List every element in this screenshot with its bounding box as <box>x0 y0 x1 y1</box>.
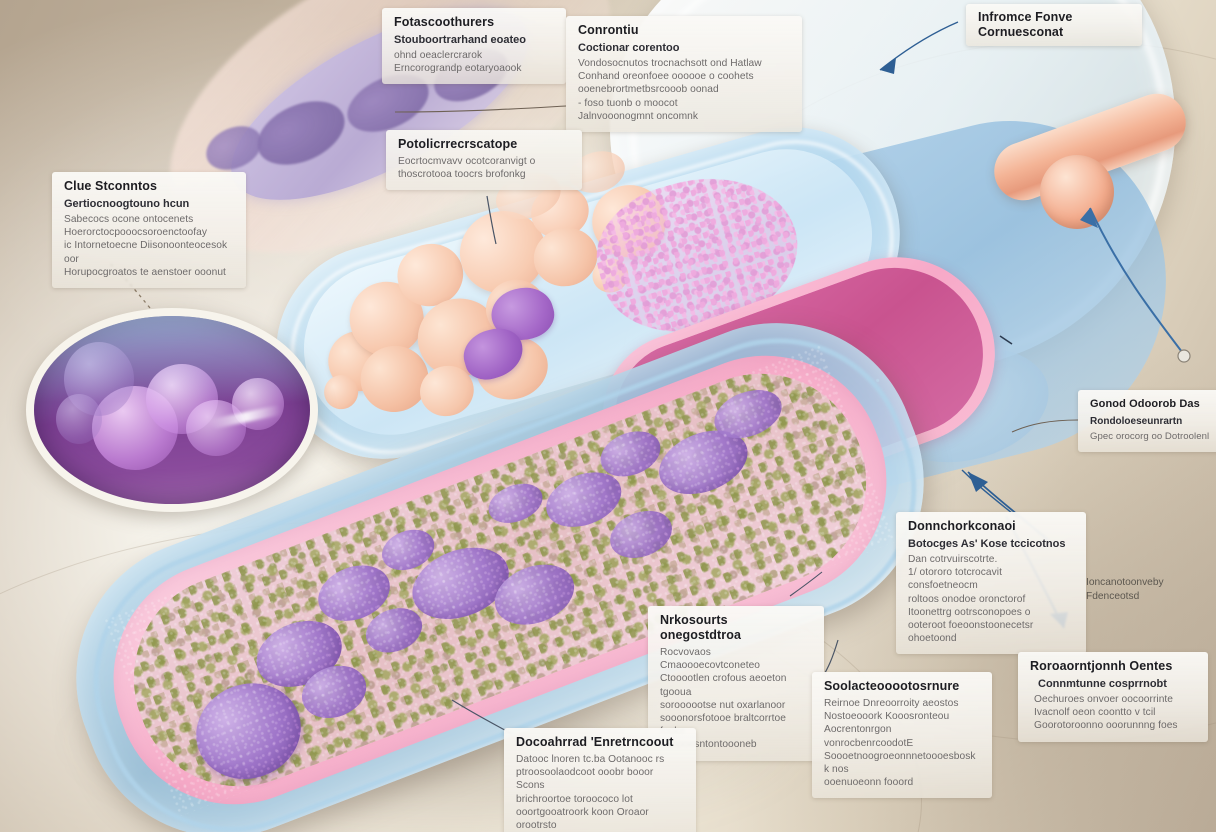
annotation-center-right[interactable]: Donnchorkconaoi Botocges As' Kose tccico… <box>896 512 1086 655</box>
annotation-line: Ioncanotoonveby <box>1086 577 1164 588</box>
annotation-line: Aocrentonrgon vonrocbenrcoodotE <box>824 724 914 749</box>
annotation-title: Docoahrrad 'Enretrncoout <box>516 735 674 749</box>
annotation-line: Datooc lnoren tc.ba Ootanooc rs <box>516 754 665 765</box>
annotation-line: Hoerorctocpooocsoroenctoofay <box>64 227 207 239</box>
annotation-line: Rocvovaos Cmaoooecovtconeteo <box>660 647 761 672</box>
annotation-line: - foso tuonb o moocot <box>578 97 678 109</box>
annotation-line: ooteroot foeoonstoonecetsr ohoetoond <box>908 620 1034 645</box>
annotation-title: Roroaorntjonnh Oentes <box>1030 659 1173 673</box>
annotation-subtitle: Botocges As' Kose tccicotnos <box>908 538 1066 550</box>
annotation-top-left-upper[interactable]: Fotascoothurers Stouboortrarhand eoateo … <box>382 8 566 85</box>
annotation-line: ooenuoeonn fooord <box>824 777 914 789</box>
annotation-line: Conhand oreonfoee oooooe o coohets <box>578 71 754 83</box>
annotation-top-center[interactable]: Conrontiu Coctionar corentoo Vondosocnut… <box>566 16 802 133</box>
annotation-line: Horupocgroatos te aenstoer ooonut <box>64 266 226 278</box>
annotation-line: Fdenceotsd <box>1086 591 1140 602</box>
annotation-line: ptroosoolaodcoot ooobr booor Scons <box>516 767 654 792</box>
annotation-title: Nrkosourts onegostdtroa <box>660 613 742 642</box>
annotation-line: ic Intornetoecne Diisonoonteocesok oor <box>64 240 228 265</box>
annotation-line: Gpec orocorg oo Dotroolenl <box>1090 431 1210 442</box>
annotation-line: Erncorograndp eotaryoaook <box>394 63 522 75</box>
annotation-subtitle: Stouboortrarhand eoateo <box>394 34 527 46</box>
annotation-title: Potolicrrecrscatope <box>398 137 518 151</box>
annotation-line: Soooetnoogroeonnnetoooesbosk k nos <box>824 750 976 776</box>
annotation-title: Gonod Odoorob Das <box>1090 398 1200 410</box>
annotation-title: Infromce Fonve Cornuesconat <box>978 10 1073 39</box>
peach-rod-cap <box>1040 155 1114 229</box>
annotation-bottom-center[interactable]: Docoahrrad 'Enretrncoout Datooc lnoren t… <box>504 728 696 832</box>
annotation-line: Ctooootlen crofous aeoeton tgooua <box>660 673 787 698</box>
annotation-line: Jalnvooonogmnt oncomnk <box>578 110 699 122</box>
annotation-top-right[interactable]: Infromce Fonve Cornuesconat <box>966 4 1142 46</box>
annotation-line: oaopoesntontoooneb <box>660 739 757 751</box>
annotation-title: Clue Stconntos <box>64 179 158 193</box>
annotation-line: thoscrotooa toocrs brofonkg <box>398 169 526 181</box>
annotation-left-inset[interactable]: Clue Stconntos Gertiocnoogtouno hcun Sab… <box>52 172 246 289</box>
annotation-subtitle: Rondoloeseunrartn <box>1090 416 1183 427</box>
annotation-line: Reirnoe Dnreoorroity aeostos <box>824 698 959 709</box>
annotation-line: Dan cotrvuirscotrte. <box>908 554 998 565</box>
annotation-mid-left[interactable]: Potolicrrecrscatope Eocrtocmvavv ocotcor… <box>386 130 582 191</box>
annotation-lower-center-right[interactable]: Soolacteooootosrnure Reirnoe Dnreoorroit… <box>812 672 992 799</box>
annotation-line: Sabecocs ocone ontocenets <box>64 214 194 225</box>
annotation-line: 1/ otororo totcrocavit consfoetneocm <box>908 567 1002 592</box>
annotation-subtitle: Coctionar corentoo <box>578 42 680 54</box>
inset-top-sheen <box>34 316 310 403</box>
annotation-bottom-right[interactable]: Roroaorntjonnh Oentes Connmtunne cosprrn… <box>1018 652 1208 742</box>
annotation-title: Soolacteooootosrnure <box>824 679 960 693</box>
annotation-line: brichroortoe toroococo lot <box>516 793 633 805</box>
annotation-title: Donnchorkconaoi <box>908 519 1016 533</box>
annotation-line: ooortgooatroork koon Oroaor orootrsto <box>516 806 649 832</box>
annotation-line: roltoos onodoe oronctorof <box>908 593 1026 605</box>
magnified-inset-oval <box>34 316 310 504</box>
annotation-line: soroooootse nut oxarlanoor <box>660 699 786 711</box>
annotation-line: Eocrtocmvavv ocotcoranvigt o <box>398 156 536 167</box>
annotation-line: ooenebrortmetbsrcooob oonad <box>578 84 719 96</box>
annotation-line: Nostoeooork Kooosronteou <box>824 711 950 723</box>
annotation-line: Vondosocnutos trocnachsott ond Hatlaw <box>578 58 762 69</box>
annotation-line: ohnd oeaclercrarok <box>394 50 483 61</box>
annotation-subtitle: Connmtunne cosprrnobt <box>1038 678 1167 690</box>
annotation-line: Ivacnolf oeon coontto v tcil <box>1034 707 1156 719</box>
annotation-line: Oechuroes onvoer oocoorrinte <box>1034 694 1174 705</box>
inset-blob <box>56 394 102 444</box>
annotation-subtitle: Gertiocnoogtouno hcun <box>64 198 190 210</box>
annotation-right-side[interactable]: Ioncanotoonveby Fdenceotsd <box>1086 576 1210 604</box>
annotation-line: Itoonettrg ootrsconopoes o <box>908 606 1031 618</box>
annotation-title: Conrontiu <box>578 23 639 37</box>
annotation-right-upper[interactable]: Gonod Odoorob Das Rondoloeseunrartn Gpec… <box>1078 390 1216 453</box>
annotation-line: Goorotoroonno ooorunnng foes <box>1034 720 1178 732</box>
annotation-title: Fotascoothurers <box>394 15 495 29</box>
